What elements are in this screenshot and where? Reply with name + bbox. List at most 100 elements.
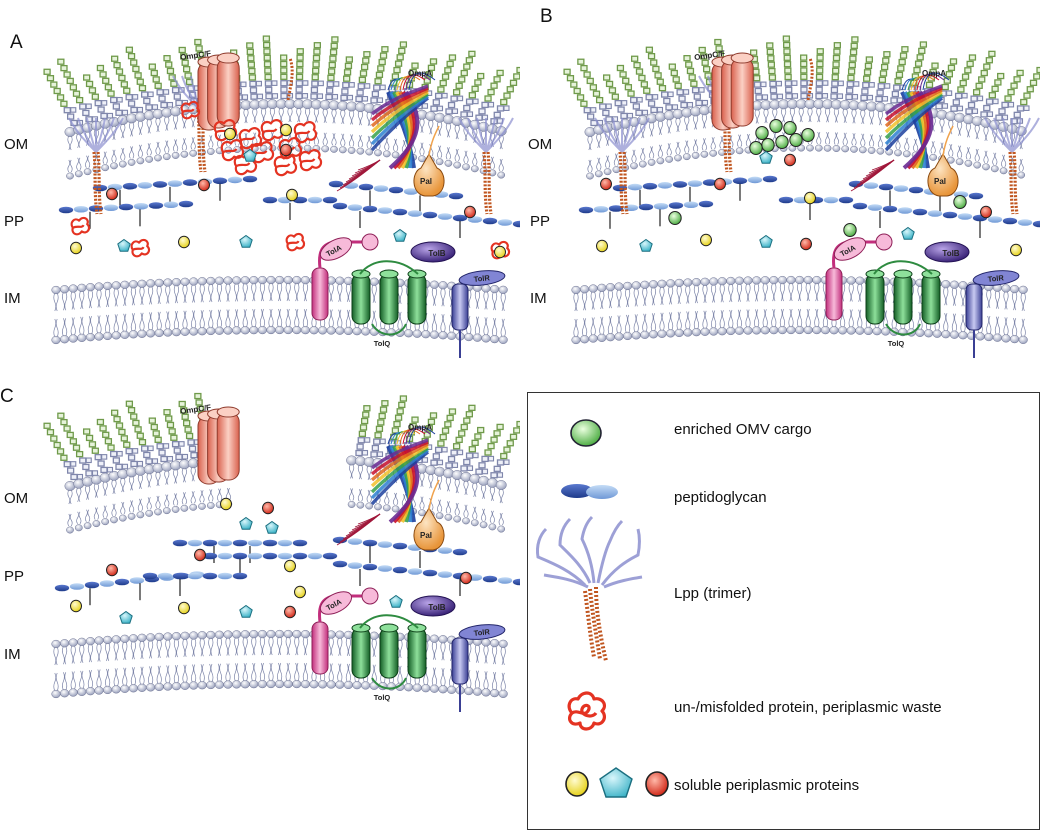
lipid-head — [855, 276, 865, 285]
lps-sugar — [138, 85, 147, 92]
lipid-tail — [395, 492, 399, 506]
lipid-head — [249, 276, 259, 285]
ompa-loop — [336, 159, 381, 192]
peptidoglycan-unit — [202, 539, 218, 547]
lipid-tail — [739, 309, 742, 328]
lipid-tail — [498, 158, 502, 172]
lps-branch — [240, 81, 247, 88]
lps-sugar — [608, 87, 617, 94]
lipid-tail — [351, 488, 355, 501]
lipid-tail — [997, 316, 1000, 335]
lps-sugar — [455, 82, 463, 89]
lps-sugar — [1004, 95, 1012, 102]
red-soluble-protein — [198, 178, 210, 192]
lipid-tail — [713, 137, 716, 150]
lipid-tail — [208, 135, 211, 148]
lps-sugar — [60, 64, 68, 72]
lps-sugar — [130, 413, 138, 420]
lps-sugar — [371, 90, 380, 98]
lipid-tail — [848, 309, 852, 328]
peptidoglycan-unit — [247, 552, 263, 560]
lps-branch — [136, 460, 144, 467]
lipid-tail — [977, 124, 980, 140]
lps-sugar — [898, 58, 906, 66]
lipid-tail — [728, 283, 731, 303]
lipid-tail — [477, 670, 480, 689]
lipid-tail — [120, 501, 123, 515]
lipid-head — [85, 687, 95, 696]
lipid-tail — [500, 672, 504, 691]
lps-branch — [791, 80, 798, 86]
lipid-head — [498, 639, 508, 648]
lipid-tail — [76, 511, 79, 524]
ompa-label: OmpA — [408, 423, 432, 432]
lipid-head — [497, 171, 506, 179]
lps-sugar — [263, 54, 271, 61]
lps-sugar — [605, 80, 614, 88]
lps-sugar — [148, 417, 156, 424]
lipid-head — [647, 158, 656, 166]
lipid-head — [902, 150, 911, 158]
lipid-tail — [589, 159, 593, 173]
lipid-tail — [401, 493, 405, 507]
lipid-tail — [962, 314, 966, 333]
peptidoglycan-unit — [863, 182, 879, 189]
lipid-tail — [98, 315, 102, 334]
lps-sugar — [458, 430, 466, 437]
lps-sugar — [471, 439, 479, 446]
lipid-tail — [288, 636, 291, 656]
lps-sugar — [784, 67, 792, 74]
lipid-tail — [833, 132, 837, 145]
lps-sugar — [785, 86, 793, 93]
lipid-tail — [173, 285, 177, 304]
lps-sugar — [327, 74, 335, 81]
lps-sugar — [918, 47, 926, 55]
lipid-head — [292, 275, 302, 285]
lpp-lipid-tail — [485, 117, 514, 153]
lps-branch — [364, 83, 371, 89]
lipid-tail — [253, 636, 257, 656]
lipid-tail — [90, 644, 93, 663]
lps-branch — [121, 109, 129, 116]
lipid-tail — [880, 134, 883, 148]
lps-sugar — [658, 85, 667, 92]
tolq-helix — [351, 627, 371, 679]
lipid-head — [232, 276, 242, 285]
lipid-head — [189, 149, 198, 157]
lipid-tail — [468, 315, 472, 335]
peptidoglycan-unit — [292, 539, 308, 547]
lipid-tail — [141, 312, 145, 331]
lipid-head — [838, 326, 848, 335]
lps-sugar — [1020, 98, 1028, 106]
peptidoglycan-unit — [157, 572, 173, 580]
green-sphere-icon — [570, 419, 602, 447]
lipid-tail — [193, 491, 196, 504]
lipid-tail — [140, 144, 143, 158]
lps-branch — [868, 82, 875, 88]
lipid-tail — [686, 140, 690, 153]
lipid-head — [257, 629, 267, 639]
lipid-head — [335, 630, 345, 639]
peptidoglycan-unit — [1017, 219, 1033, 226]
peptidoglycan-unit — [187, 539, 203, 547]
lps-sugar — [145, 104, 153, 111]
yellow-soluble-protein — [178, 235, 190, 249]
lipid-tail — [184, 138, 187, 151]
lipid-tail — [122, 641, 125, 660]
lipid-tail — [122, 501, 126, 515]
cyan-soluble-protein — [393, 228, 407, 242]
lps-sugar — [496, 423, 504, 431]
lps-sugar — [140, 91, 149, 98]
lps-sugar — [447, 101, 456, 109]
tolq-loop — [873, 260, 933, 275]
lipid-head — [189, 631, 199, 640]
lipid-tail — [659, 286, 663, 305]
lipid-tail — [483, 291, 487, 310]
lps-sugar — [127, 53, 136, 60]
lps-sugar — [134, 426, 142, 433]
lipid-tail — [96, 507, 99, 520]
lps-sugar — [56, 94, 65, 101]
lipid-tail — [598, 133, 602, 148]
lipid-tail — [164, 494, 167, 507]
